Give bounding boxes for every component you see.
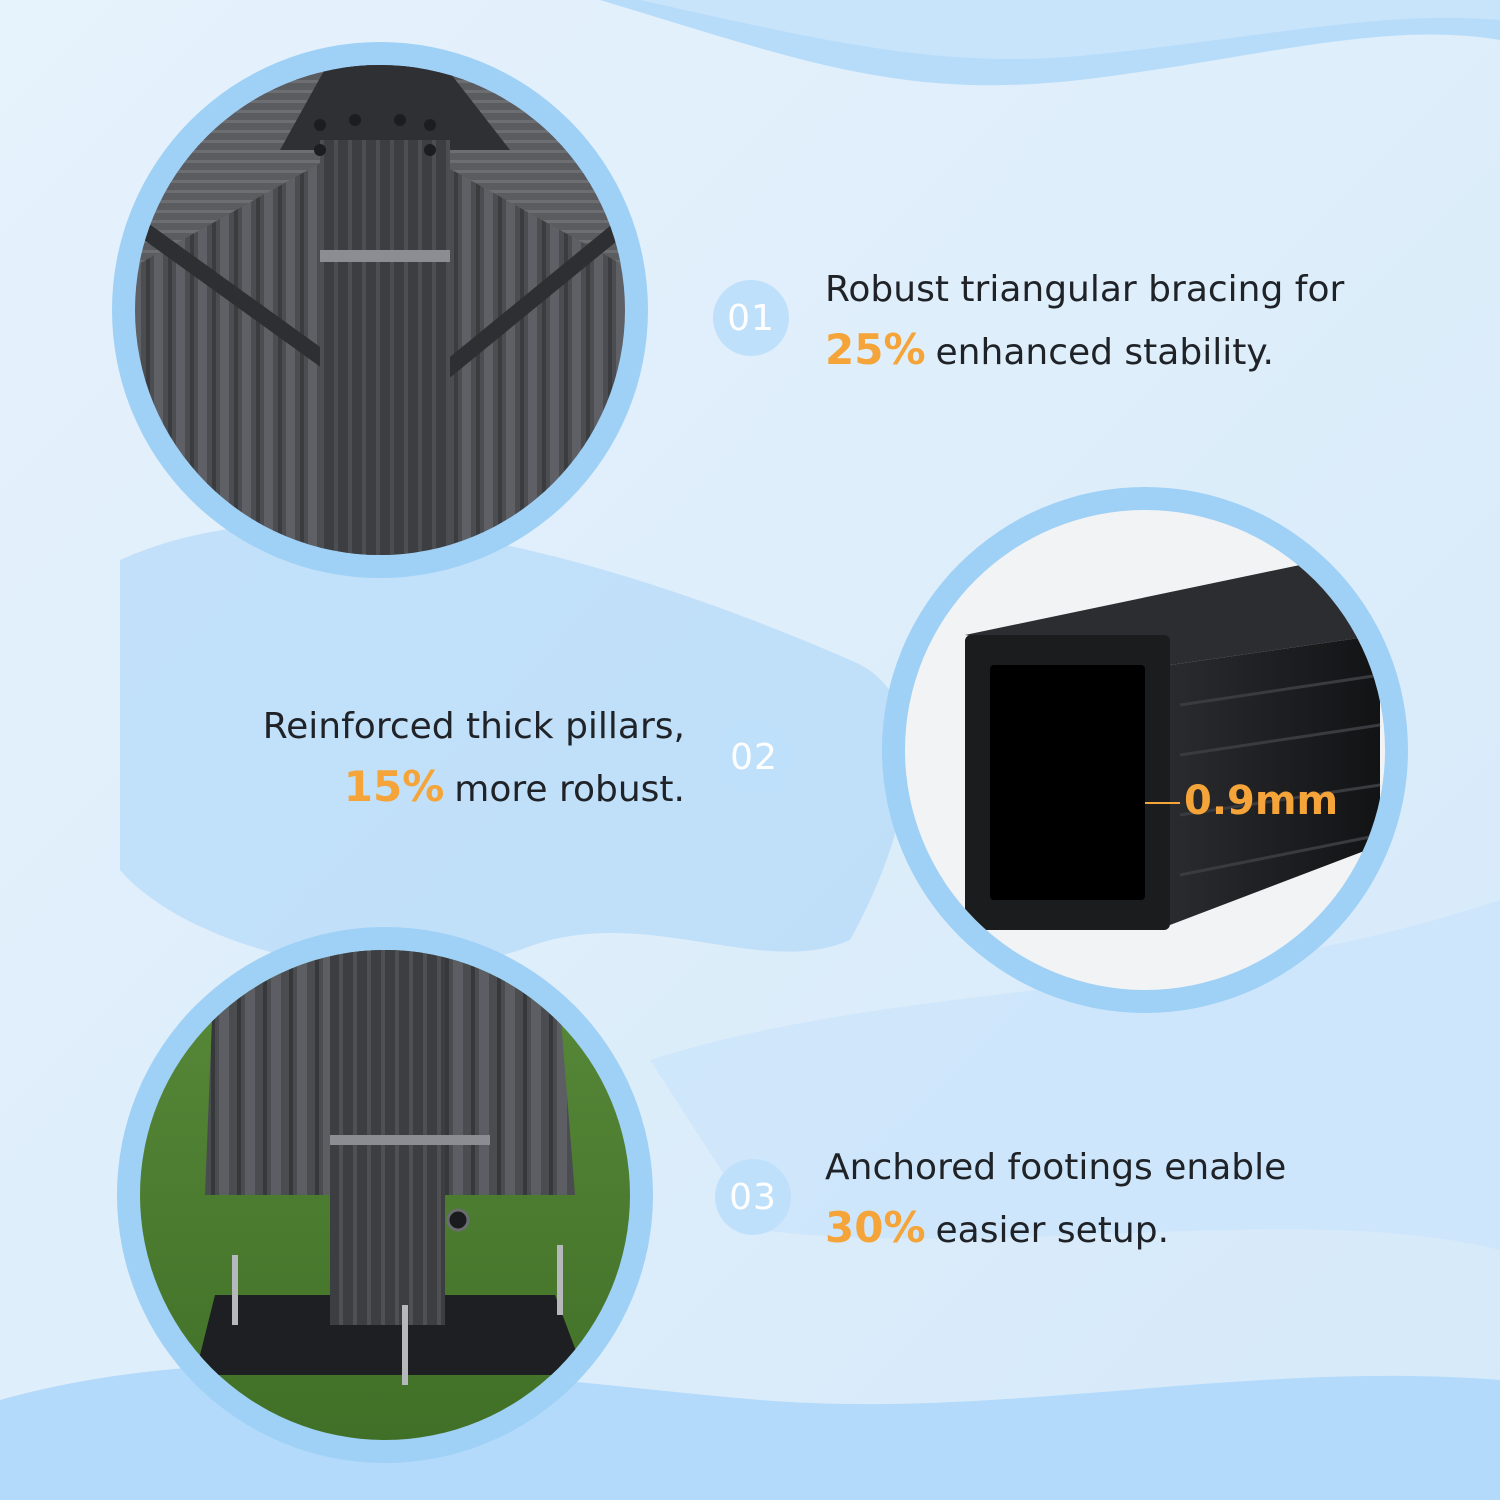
anchored-footing-photo bbox=[117, 927, 653, 1463]
tube-thickness-label: 0.9mm bbox=[1184, 778, 1339, 824]
feature-caption-02-line1: Reinforced thick pillars, bbox=[262, 706, 685, 747]
feature-number-badge-02: 02 bbox=[716, 719, 792, 795]
feature-caption-01: Robust triangular bracing for 25%enhance… bbox=[825, 260, 1344, 383]
triangular-bracing-photo bbox=[112, 42, 648, 578]
feature-caption-03-line1: Anchored footings enable bbox=[825, 1147, 1287, 1188]
feature-caption-03-line2: easier setup. bbox=[935, 1210, 1170, 1251]
feature-number-badge-01: 01 bbox=[713, 280, 789, 356]
pillar-cross-section-photo bbox=[882, 487, 1408, 1013]
feature-caption-02: Reinforced thick pillars, 15%more robust… bbox=[263, 697, 685, 820]
feature-caption-03: Anchored footings enable 30%easier setup… bbox=[825, 1138, 1286, 1261]
feature-highlight-01: 25% bbox=[825, 325, 926, 374]
feature-number-badge-03: 03 bbox=[715, 1159, 791, 1235]
feature-caption-02-line2: more robust. bbox=[454, 769, 685, 810]
feature-caption-01-line1: Robust triangular bracing for bbox=[825, 269, 1345, 310]
feature-caption-01-line2: enhanced stability. bbox=[935, 332, 1274, 373]
feature-highlight-03: 30% bbox=[825, 1203, 926, 1252]
feature-highlight-02: 15% bbox=[343, 762, 445, 811]
